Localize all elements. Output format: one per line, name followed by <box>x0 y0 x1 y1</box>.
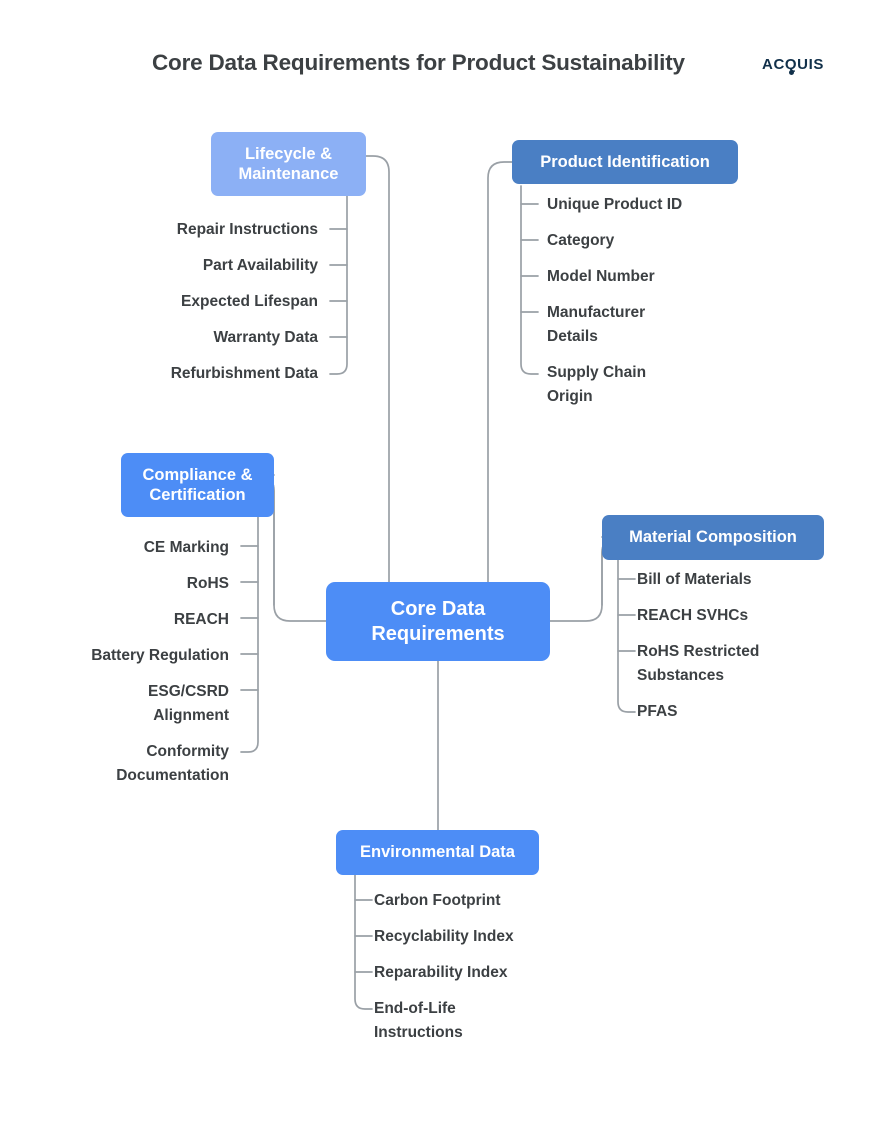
branch-node-environmental-data[interactable]: Environmental Data <box>336 830 539 875</box>
branch-node-label: Product Identification <box>540 152 710 171</box>
leaf-ce-marking[interactable]: CE Marking <box>10 536 229 560</box>
branch-node-product-identification[interactable]: Product Identification <box>512 140 738 184</box>
leaf-label: REACH SVHCs <box>637 607 749 624</box>
root-node-label: Core Data Requirements <box>371 598 505 645</box>
leaf-label: Recyclability Index <box>374 928 514 945</box>
leaf-label: ESG/CSRD Alignment <box>148 683 229 724</box>
leaf-reparability-index[interactable]: Reparability Index <box>374 961 614 985</box>
leaf-label: Part Availability <box>202 257 318 274</box>
leaf-label: Manufacturer Details <box>547 304 646 345</box>
leaf-rohs[interactable]: RoHS <box>10 572 229 596</box>
leaf-manufacturer-details[interactable]: Manufacturer Details <box>547 301 682 348</box>
branch-node-label: Environmental Data <box>360 843 515 862</box>
leaf-label: Warranty Data <box>213 329 318 346</box>
leaf-label: RoHS <box>186 575 229 592</box>
root-node-core-data-requirements[interactable]: Core Data Requirements <box>326 582 550 661</box>
leaf-part-availability[interactable]: Part Availability <box>60 254 318 278</box>
branch-node-label: Lifecycle & Maintenance <box>238 144 339 183</box>
leaf-model-number[interactable]: Model Number <box>547 265 797 289</box>
leaf-label: Conformity Documentation <box>116 743 229 784</box>
leaf-reach[interactable]: REACH <box>10 608 229 632</box>
branch-node-label: Material Composition <box>629 528 797 547</box>
leaf-reach-svhcs[interactable]: REACH SVHCs <box>637 604 867 628</box>
leaf-label: RoHS Restricted Substances <box>637 643 760 684</box>
leaf-esg-csrd-alignment[interactable]: ESG/CSRD Alignment <box>100 680 229 727</box>
leaf-supply-chain-origin[interactable]: Supply Chain Origin <box>547 361 677 408</box>
leaf-label: Bill of Materials <box>637 571 752 588</box>
leaf-label: Expected Lifespan <box>181 293 318 310</box>
branch-node-material-composition[interactable]: Material Composition <box>602 515 824 560</box>
page-title: Core Data Requirements for Product Susta… <box>152 50 685 75</box>
leaf-label: Category <box>547 232 615 249</box>
leaf-category[interactable]: Category <box>547 229 797 253</box>
acquis-logo: ACQUIS <box>762 56 824 75</box>
leaf-label: PFAS <box>637 703 678 720</box>
leaf-label: Carbon Footprint <box>374 892 501 909</box>
leaf-label: Model Number <box>547 268 655 285</box>
leaf-label: End-of-Life Instructions <box>374 1000 463 1041</box>
leaf-label: Battery Regulation <box>91 647 229 664</box>
leaf-rohs-restricted-substances[interactable]: RoHS Restricted Substances <box>637 640 797 687</box>
leaf-conformity-documentation[interactable]: Conformity Documentation <box>60 740 229 787</box>
leaf-pfas[interactable]: PFAS <box>637 700 797 724</box>
leaf-battery-regulation[interactable]: Battery Regulation <box>10 644 229 668</box>
leaf-unique-product-id[interactable]: Unique Product ID <box>547 193 797 217</box>
leaf-repair-instructions[interactable]: Repair Instructions <box>60 218 318 242</box>
leaf-label: Unique Product ID <box>547 196 683 213</box>
leaf-end-of-life-instructions[interactable]: End-of-Life Instructions <box>374 997 504 1044</box>
branch-node-lifecycle-maintenance[interactable]: Lifecycle & Maintenance <box>211 132 366 196</box>
leaf-refurbishment-data[interactable]: Refurbishment Data <box>130 362 318 386</box>
leaf-recyclability-index[interactable]: Recyclability Index <box>374 925 614 949</box>
leaf-expected-lifespan[interactable]: Expected Lifespan <box>60 290 318 314</box>
branch-node-compliance-certification[interactable]: Compliance & Certification <box>121 453 274 517</box>
leaf-label: CE Marking <box>143 539 229 556</box>
leaf-bill-of-materials[interactable]: Bill of Materials <box>637 568 867 592</box>
leaf-label: Reparability Index <box>374 964 508 981</box>
leaf-label: Repair Instructions <box>176 221 318 238</box>
leaf-label: REACH <box>173 611 229 628</box>
leaf-carbon-footprint[interactable]: Carbon Footprint <box>374 889 614 913</box>
leaf-label: Supply Chain Origin <box>547 364 647 405</box>
logo-text: ACQUIS <box>762 56 824 75</box>
branch-node-label: Compliance & Certification <box>142 465 253 504</box>
leaf-label: Refurbishment Data <box>170 365 318 382</box>
leaf-warranty-data[interactable]: Warranty Data <box>60 326 318 350</box>
